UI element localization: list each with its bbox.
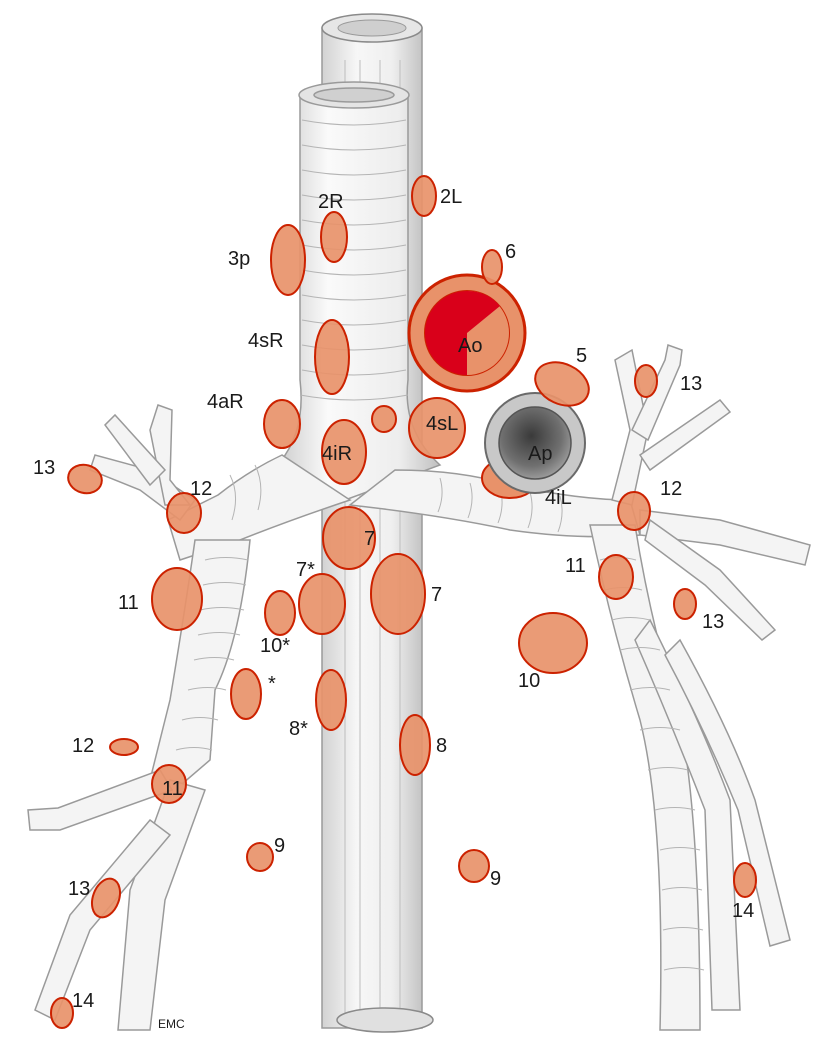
node-11-right — [599, 555, 633, 599]
label-n-star: * — [268, 673, 276, 695]
label-n9-right: 9 — [490, 868, 501, 890]
label-n12-right: 12 — [660, 478, 682, 500]
node-9-left — [247, 843, 273, 871]
node-10 — [519, 613, 587, 673]
label-n6: 6 — [505, 241, 516, 263]
label-n9-left: 9 — [274, 835, 285, 857]
node-4sL-small — [372, 406, 396, 432]
label-n12-lower-left: 12 — [72, 735, 94, 757]
label-n12-left: 12 — [190, 478, 212, 500]
node-4sR — [315, 320, 349, 394]
label-n11-left: 11 — [118, 592, 139, 614]
right-basal-branch-1 — [118, 780, 205, 1030]
label-n13-right: 13 — [680, 373, 702, 395]
label-n8-star: 8* — [289, 718, 308, 740]
label-n4sR: 4sR — [248, 330, 284, 352]
node-2L — [412, 176, 436, 216]
node-3p — [271, 225, 305, 295]
label-n4iL: 4iL — [545, 487, 572, 509]
node-13-right — [635, 365, 657, 397]
aorta — [409, 275, 525, 391]
label-n8: 8 — [436, 735, 447, 757]
label-n2L: 2L — [440, 186, 462, 208]
label-n13-left: 13 — [33, 457, 55, 479]
esophagus-bottom-opening — [337, 1008, 433, 1032]
label-n11-lower-left: 11 — [162, 778, 183, 800]
label-n4sL: 4sL — [426, 413, 458, 435]
label-n7-top: 7 — [364, 528, 375, 550]
label-n10-star: 10* — [260, 635, 290, 657]
node-12-right — [618, 492, 650, 530]
label-n4aR: 4aR — [207, 391, 244, 413]
artist-signature: EMC — [158, 1017, 185, 1031]
node-6 — [482, 250, 502, 284]
node-8-star — [316, 670, 346, 730]
node-11-left — [152, 568, 202, 630]
node-9-right — [459, 850, 489, 882]
node-10-star — [265, 591, 295, 635]
label-n3p: 3p — [228, 248, 250, 270]
label-n14-left: 14 — [72, 990, 94, 1012]
label-n14-right: 14 — [732, 900, 754, 922]
pulmonary-artery-label: Ap — [528, 443, 552, 465]
node-13-mid-right — [674, 589, 696, 619]
node-12-lower-left — [110, 739, 138, 755]
label-n7-star: 7* — [296, 559, 315, 581]
node-7-star — [299, 574, 345, 634]
label-n7-right: 7 — [431, 584, 442, 606]
node-8 — [400, 715, 430, 775]
aorta-label: Ao — [458, 335, 482, 357]
label-n2R: 2R — [318, 191, 344, 213]
node-2R — [321, 212, 347, 262]
label-n11-right: 11 — [565, 555, 586, 577]
node-7-right — [371, 554, 425, 634]
label-n13-lower-left: 13 — [68, 878, 90, 900]
label-n4iR: 4iR — [322, 443, 352, 465]
label-n13-mid-right: 13 — [702, 611, 724, 633]
node-4aR — [264, 400, 300, 448]
node-14-right — [734, 863, 756, 897]
node-14-left — [51, 998, 73, 1028]
label-n5: 5 — [576, 345, 587, 367]
label-n10: 10 — [518, 670, 540, 692]
node-star — [231, 669, 261, 719]
